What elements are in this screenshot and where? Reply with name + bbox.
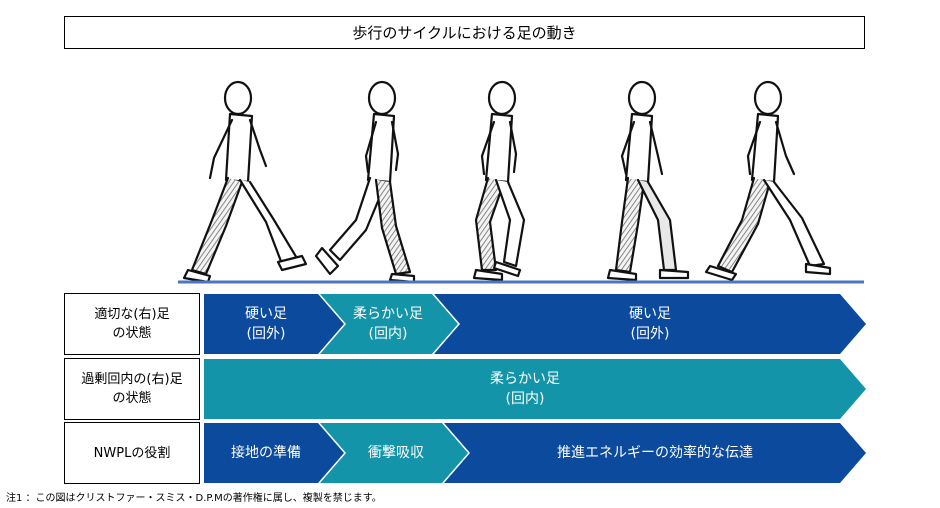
segment-line: (回内) <box>505 391 545 407</box>
walking-figure-3 <box>472 80 526 282</box>
row1-segment-flexible-text: 柔らかい足 (回内) <box>330 294 446 354</box>
segment-line: 接地の準備 <box>231 445 301 461</box>
row-label-line: NWPLの役割 <box>93 445 171 461</box>
segment-line: 硬い足 <box>245 306 287 322</box>
segment-line: 柔らかい足 <box>490 371 560 387</box>
row1-segment-rigid-2-text: 硬い足 (回外) <box>460 294 840 354</box>
row-label-line: 適切な(右)足 <box>94 307 170 322</box>
segment-line: (回外) <box>630 326 670 342</box>
diagram-title: 歩行のサイクルにおける足の動き <box>64 16 865 49</box>
row3-segment-absorption-text: 衝撃吸収 <box>340 423 452 483</box>
row1-segment-rigid-1 <box>204 294 344 354</box>
row3-segment-absorption <box>320 423 468 483</box>
row-label-line: の状態 <box>112 391 152 406</box>
row1-segment-rigid-1-text: 硬い足 (回外) <box>206 294 326 354</box>
walking-figure-4 <box>606 80 690 282</box>
row-label-proper-foot: 適切な(右)足 の状態 <box>64 293 200 355</box>
row-label-nwpl-role: NWPLの役割 <box>64 422 200 484</box>
row-label-line: の状態 <box>112 326 152 341</box>
row-label-overpronated-foot: 過剰回内の(右)足 の状態 <box>64 358 200 420</box>
row3-segment-propulsion <box>444 423 866 483</box>
copyright-footnote: 注1 ：この図はクリストファー・スミス・D.P.Mの著作権に属し、複製を禁じます… <box>6 493 382 504</box>
row1-segment-rigid-2 <box>434 294 866 354</box>
segment-line: 柔らかい足 <box>353 306 423 322</box>
segment-line: 硬い足 <box>629 306 671 322</box>
row3-segment-preparation-text: 接地の準備 <box>206 423 326 483</box>
walking-cycle-illustration <box>178 80 864 284</box>
walking-figure-1 <box>182 80 308 284</box>
segment-line: (回外) <box>246 326 286 342</box>
walking-figure-2 <box>314 80 416 284</box>
segment-line: 推進エネルギーの効率的な伝達 <box>557 445 753 461</box>
row2-segment-flexible-text: 柔らかい足 (回内) <box>210 359 840 419</box>
row1-segment-flexible <box>320 294 458 354</box>
row-label-line: 過剰回内の(右)足 <box>81 372 183 387</box>
row2-segment-flexible <box>204 359 866 419</box>
segment-line: 衝撃吸収 <box>368 445 424 461</box>
diagram-title-text: 歩行のサイクルにおける足の動き <box>352 24 577 42</box>
walking-figure-5 <box>704 80 832 282</box>
segment-line: (回内) <box>368 326 408 342</box>
row3-segment-propulsion-text: 推進エネルギーの効率的な伝達 <box>470 423 840 483</box>
row3-segment-preparation <box>204 423 344 483</box>
